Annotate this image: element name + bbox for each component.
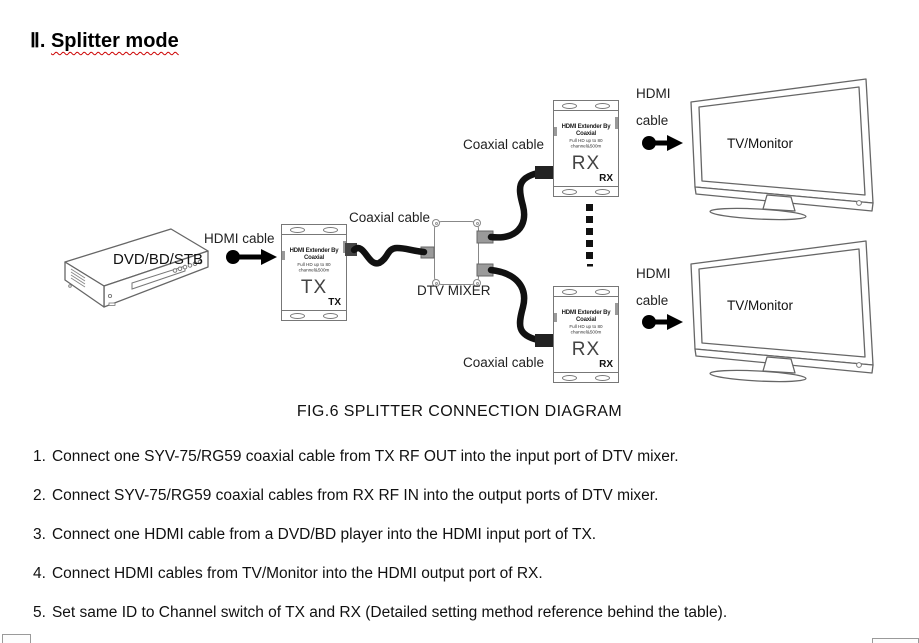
hdmi-label-top-line2: cable <box>636 113 669 128</box>
hdmi-arrow-icon <box>642 135 683 151</box>
instruction-number: 5. <box>33 604 46 621</box>
mount-slot-icon <box>595 189 610 195</box>
tx-brand-line2: Full HD up to 80 channel&500m <box>297 262 331 274</box>
mount-slot-icon <box>562 375 577 381</box>
rx-top-brand-line2: Full HD up to 80 channel&500m <box>569 138 603 150</box>
rx-top-bottom-flange <box>553 186 619 197</box>
rx-bottom-rf-in-plug <box>535 334 553 347</box>
screw-icon <box>432 279 440 287</box>
coax-cable-mixer-to-rx-bottom <box>487 266 542 344</box>
rx-bottom-brand-line2: Full HD up to 80 channel&500m <box>569 324 603 336</box>
dvd-player-drawing: DVD/BD/STB <box>64 228 209 308</box>
mixer-output-connector-top <box>476 230 494 244</box>
rx-top-body: HDMI Extender By Coaxial Full HD up to 8… <box>553 111 619 186</box>
instruction-item: 4. Connect HDMI cables from TV/Monitor in… <box>33 565 543 583</box>
tx-extender-unit: HDMI Extender By Coaxial Full HD up to 8… <box>281 224 347 321</box>
rx-top-rf-in-plug <box>535 166 553 179</box>
rx-bottom-extender-unit: HDMI Extender By Coaxial Full HD up to 8… <box>553 286 619 383</box>
instruction-item: 1. Connect one SYV-75/RG59 coaxial cable … <box>33 448 679 466</box>
rx-bottom-corner-label: RX <box>599 359 613 370</box>
hdmi-label-top-line1: HDMI <box>636 86 671 101</box>
section-heading: Ⅱ. Splitter mode <box>30 28 179 53</box>
mount-slot-icon <box>595 289 610 295</box>
tv-monitor-top-drawing: TV/Monitor <box>690 78 874 221</box>
tv-monitor-bottom-drawing: TV/Monitor <box>690 240 874 383</box>
mount-slot-icon <box>290 313 305 319</box>
mount-slot-icon <box>595 103 610 109</box>
section-title: Splitter mode <box>50 30 179 52</box>
mount-slot-icon <box>290 227 305 233</box>
instruction-item: 5. Set same ID to Channel switch of TX an… <box>33 604 727 622</box>
hdmi-arrow-icon <box>642 314 683 330</box>
rx-bottom-brand-line1: HDMI Extender By Coaxial <box>561 310 611 323</box>
instruction-text: Connect HDMI cables from TV/Monitor into… <box>51 565 543 582</box>
mount-slot-icon <box>562 103 577 109</box>
mount-slot-icon <box>595 375 610 381</box>
screw-icon <box>432 219 440 227</box>
dvd-player-label: DVD/BD/STB <box>113 251 203 268</box>
instruction-item: 2. Connect SYV-75/RG59 coaxial cables fro… <box>33 487 658 505</box>
coaxial-cable-label-rx-bottom: Coaxial cable <box>463 355 545 370</box>
instruction-number: 1. <box>33 448 46 465</box>
coaxial-cable-label-rx-top: Coaxial cable <box>463 137 545 152</box>
mixer-output-connector-bottom <box>476 263 494 277</box>
rx-bottom-body: HDMI Extender By Coaxial Full HD up to 8… <box>553 297 619 372</box>
instruction-item: 3. Connect one HDMI cable from a DVD/BD p… <box>33 526 596 544</box>
coaxial-cable-label-tx: Coaxial cable <box>349 210 431 225</box>
page-corner-fragment-left <box>2 634 31 643</box>
mixer-input-connector <box>420 246 435 259</box>
rx-bottom-top-flange <box>553 286 619 297</box>
instruction-number: 3. <box>33 526 46 543</box>
instruction-number: 2. <box>33 487 46 504</box>
hdmi-arrow-icon <box>226 249 277 265</box>
dtv-mixer-label: DTV MIXER <box>417 283 491 298</box>
hdmi-label-bottom-line2: cable <box>636 293 669 308</box>
mount-slot-icon <box>323 313 338 319</box>
mount-slot-icon <box>562 289 577 295</box>
hdmi-label-bottom-line1: HDMI <box>636 266 671 281</box>
rx-top-corner-label: RX <box>599 173 613 184</box>
screw-icon <box>473 219 481 227</box>
coax-cable-tx-to-mixer <box>350 244 428 267</box>
tv-monitor-top-label: TV/Monitor <box>727 136 794 151</box>
instruction-text: Connect one HDMI cable from a DVD/BD pla… <box>51 526 597 543</box>
tv-monitor-bottom-label: TV/Monitor <box>727 298 794 313</box>
hdmi-cable-label-tx: HDMI cable <box>204 231 275 246</box>
rx-top-label: RX <box>571 153 601 174</box>
section-number: Ⅱ. <box>30 30 46 52</box>
figure-caption: FIG.6 SPLITTER CONNECTION DIAGRAM <box>296 403 623 420</box>
screw-icon <box>473 279 481 287</box>
tx-body: HDMI Extender By Coaxial Full HD up to 8… <box>281 235 347 310</box>
tx-brand-line1: HDMI Extender By Coaxial <box>289 248 339 261</box>
dtv-mixer <box>432 219 481 287</box>
coax-cable-mixer-to-rx-top <box>487 169 542 241</box>
mount-slot-icon <box>323 227 338 233</box>
instruction-text: Connect one SYV-75/RG59 coaxial cable fr… <box>51 448 679 465</box>
rx-top-extender-unit: HDMI Extender By Coaxial Full HD up to 8… <box>553 100 619 197</box>
mount-slot-icon <box>562 189 577 195</box>
tx-bottom-flange <box>281 310 347 321</box>
rx-bottom-bottom-flange <box>553 372 619 383</box>
instruction-text: Connect SYV-75/RG59 coaxial cables from … <box>51 487 659 504</box>
tx-label: TX <box>300 277 328 298</box>
rx-bottom-label: RX <box>571 339 601 360</box>
page-corner-fragment-right <box>872 638 919 643</box>
instruction-number: 4. <box>33 565 46 582</box>
tx-corner-label: TX <box>328 297 341 308</box>
tx-top-flange <box>281 224 347 235</box>
rx-top-brand-line1: HDMI Extender By Coaxial <box>561 124 611 137</box>
instruction-text: Set same ID to Channel switch of TX and … <box>51 604 728 621</box>
more-units-ellipsis <box>586 204 593 267</box>
rx-top-top-flange <box>553 100 619 111</box>
